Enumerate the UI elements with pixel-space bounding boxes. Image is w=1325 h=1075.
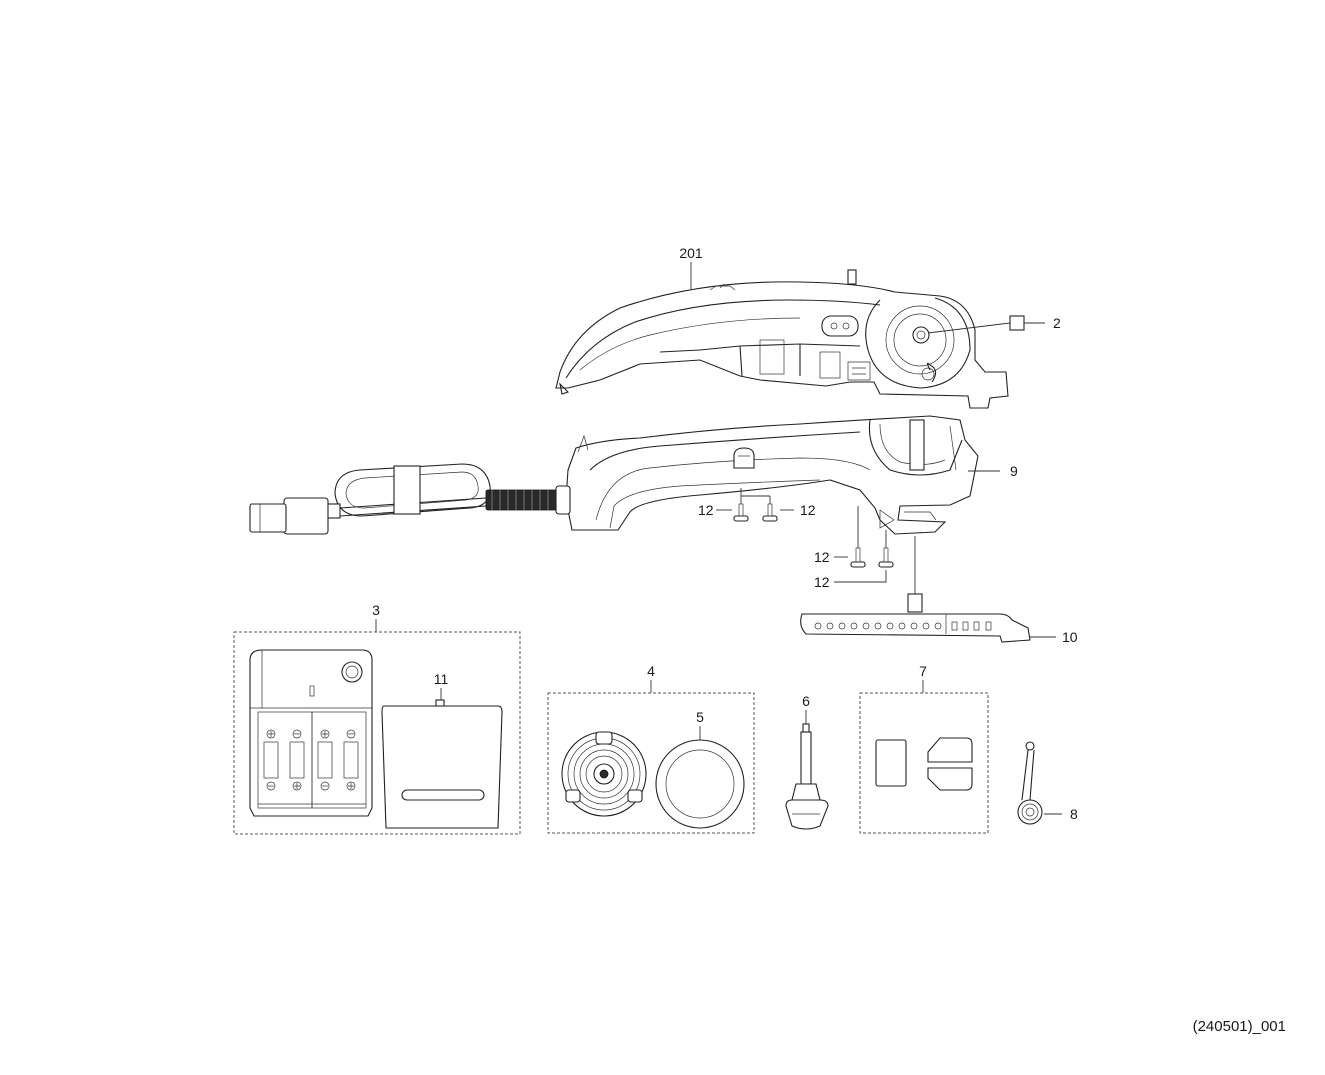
screws-12-upper bbox=[733, 488, 778, 522]
label-12-c: 12 bbox=[814, 549, 830, 565]
label-5: 5 bbox=[696, 709, 704, 725]
label-3: 3 bbox=[372, 602, 380, 618]
part-10-guide-bar bbox=[800, 593, 1031, 643]
part-11-battery-cover bbox=[381, 699, 503, 829]
part-9-lower-housing bbox=[249, 415, 979, 535]
part-5-ring bbox=[655, 739, 745, 829]
label-7: 7 bbox=[919, 663, 927, 679]
label-6: 6 bbox=[802, 693, 810, 709]
label-9: 9 bbox=[1010, 463, 1018, 479]
group-4-box bbox=[547, 692, 755, 834]
label-8: 8 bbox=[1070, 806, 1078, 822]
label-12-d: 12 bbox=[814, 574, 830, 590]
label-10: 10 bbox=[1062, 629, 1078, 645]
part-8-spring bbox=[1017, 741, 1043, 825]
part-2-cap bbox=[1009, 315, 1025, 331]
part-4-head bbox=[561, 731, 647, 817]
part-7-pads bbox=[875, 737, 973, 791]
group-7-box bbox=[859, 692, 989, 834]
part-3-battery-holder bbox=[249, 649, 373, 817]
label-201: 201 bbox=[679, 245, 703, 261]
label-12-b: 12 bbox=[800, 502, 816, 518]
label-2: 2 bbox=[1053, 315, 1061, 331]
label-12-a: 12 bbox=[698, 502, 714, 518]
label-11: 11 bbox=[434, 671, 449, 687]
label-4: 4 bbox=[647, 663, 655, 679]
part-6-pin bbox=[785, 723, 829, 830]
drawing-code: (240501)_001 bbox=[1193, 1018, 1286, 1035]
part-201-upper-housing bbox=[555, 269, 1009, 409]
group-3-box bbox=[233, 631, 521, 835]
screws-12-lower bbox=[850, 506, 894, 568]
